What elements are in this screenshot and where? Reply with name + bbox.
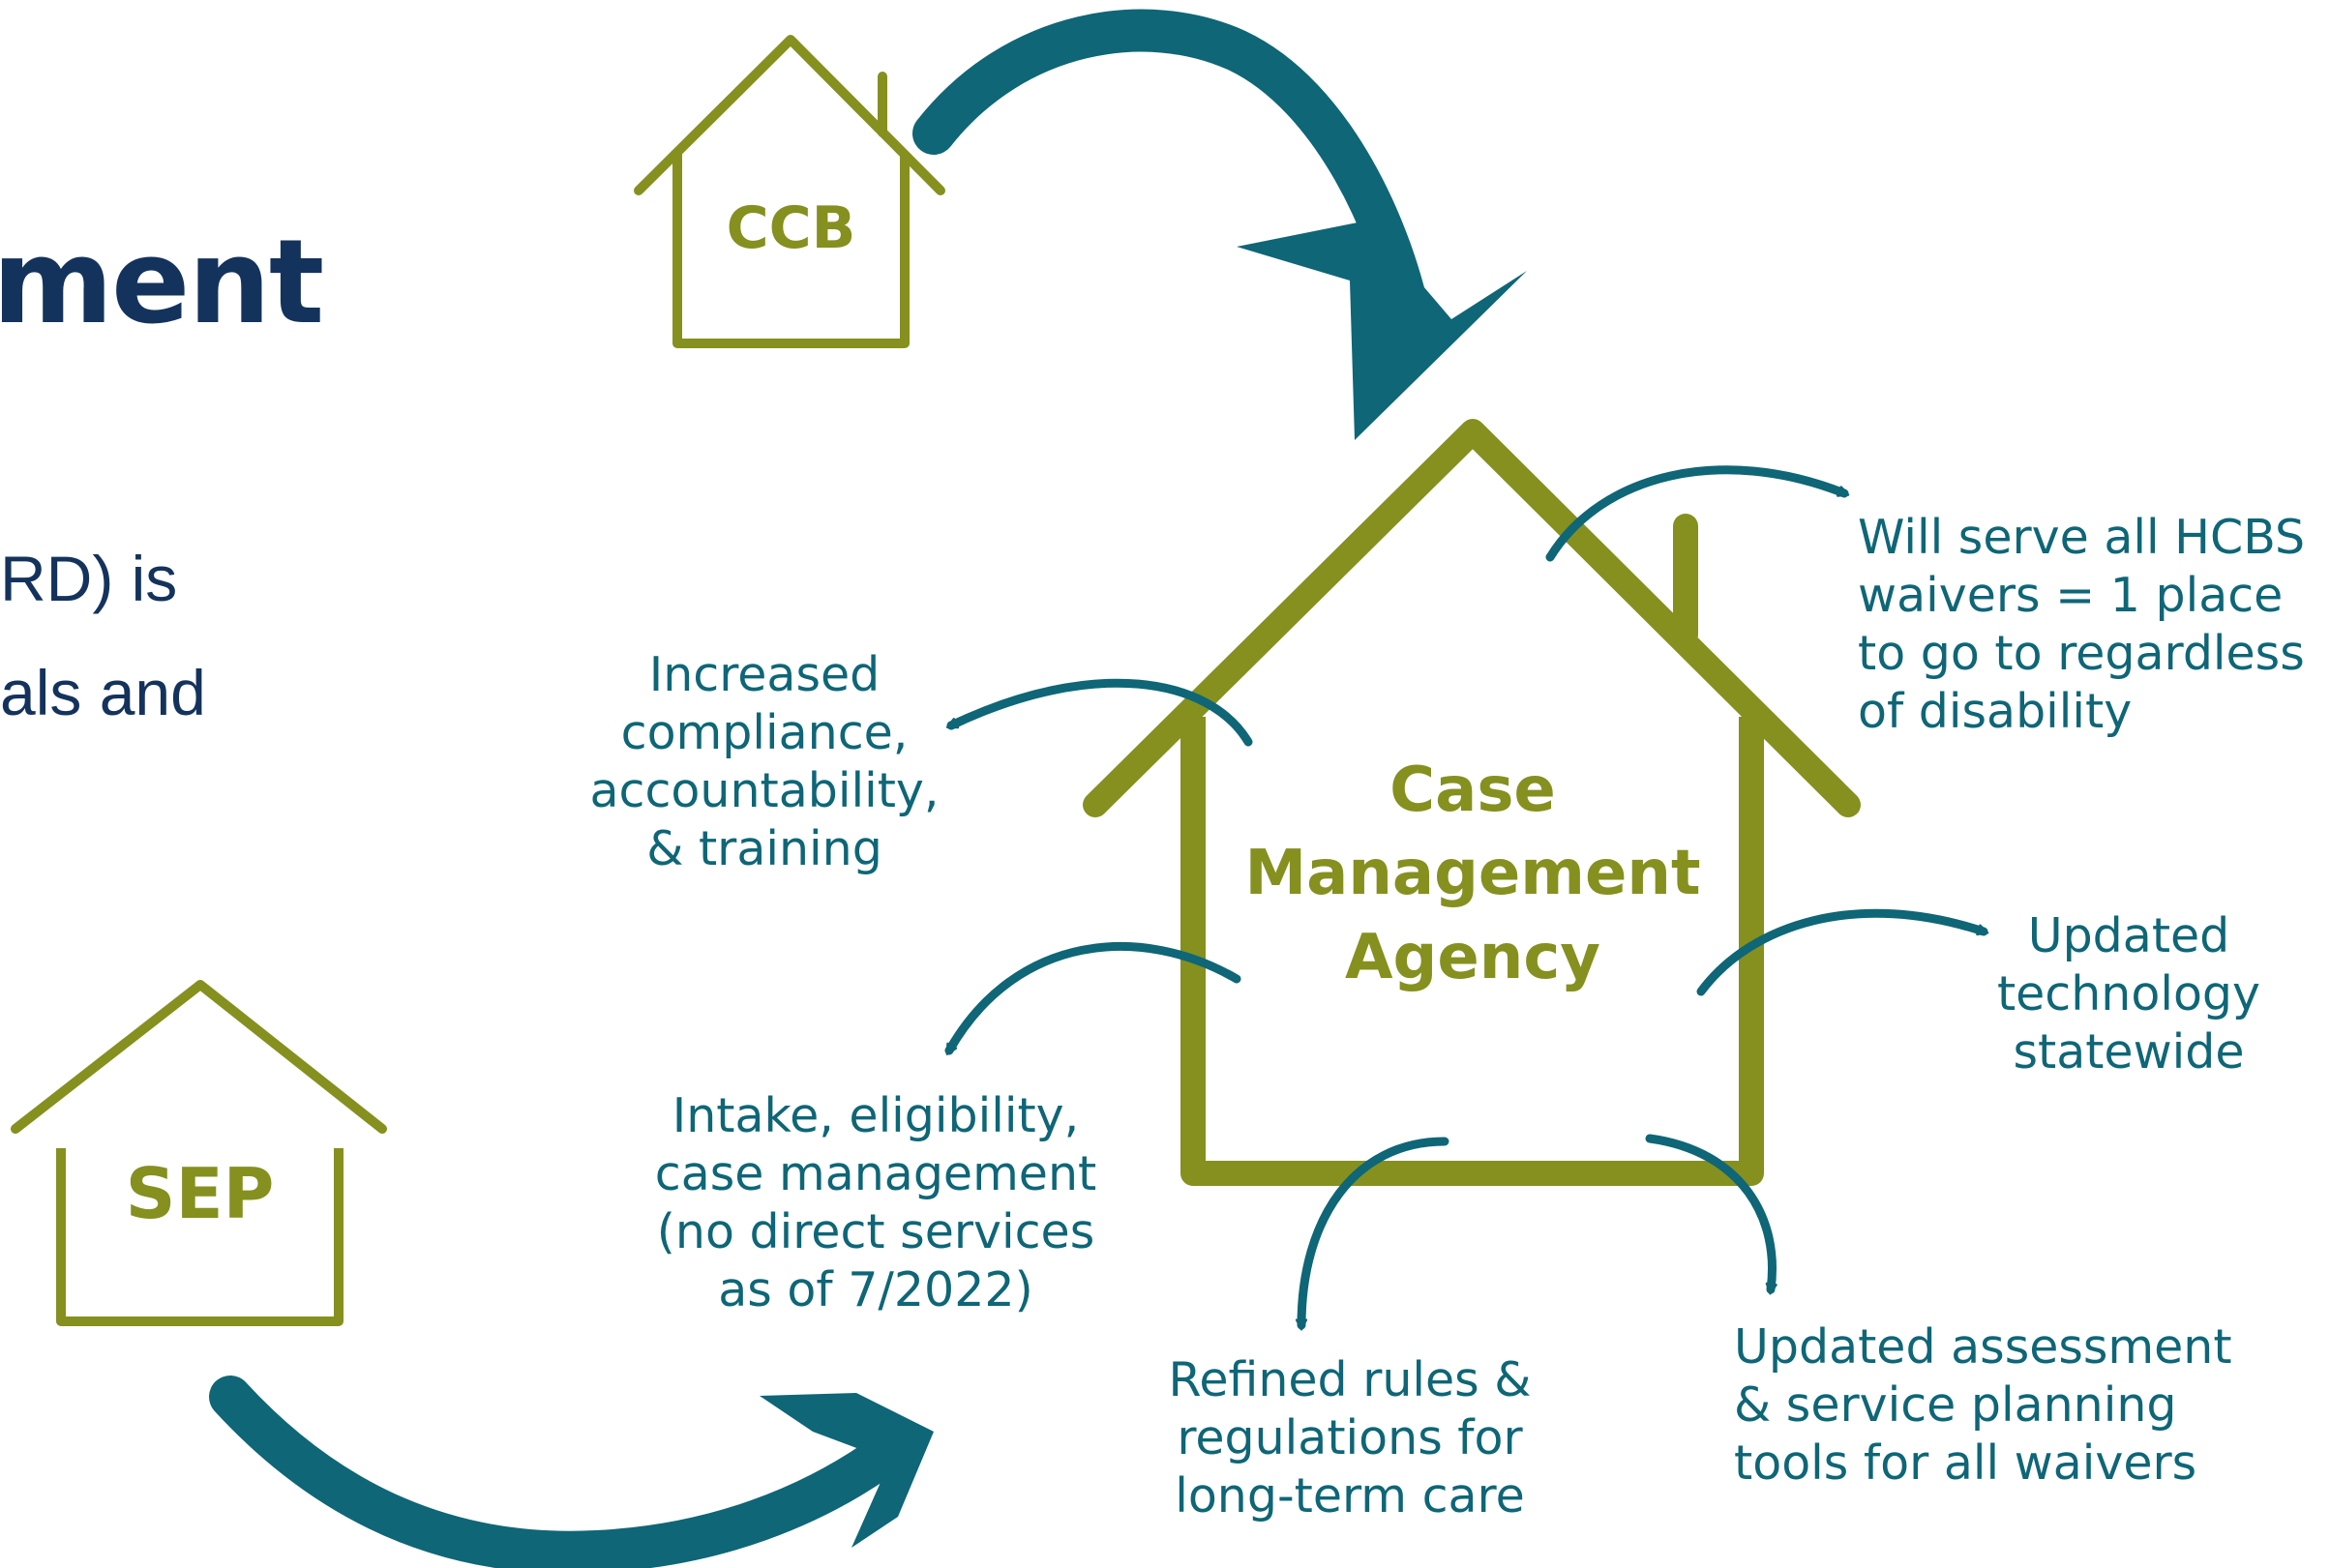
- intake-callout-text: Intake, eligibility, case management (no…: [654, 1088, 1097, 1317]
- technology-callout-text: Updated technology statewide: [1996, 908, 2261, 1080]
- sep-house-walls: [56, 1148, 344, 1326]
- main-house-roof: [1083, 419, 1861, 817]
- arrow-to-rules: [1295, 1137, 1449, 1331]
- sep-house-icon: [11, 980, 387, 1326]
- ccb-label: CCB: [726, 194, 856, 262]
- ccb-house-walls: [672, 154, 910, 348]
- assessment-callout-text: Updated assessment & service planning to…: [1734, 1319, 2232, 1491]
- rules-callout-text: Refined rules & regulations for long-ter…: [1168, 1352, 1532, 1524]
- sep-to-agency-arrow: [209, 1376, 934, 1568]
- arrow-to-technology: [1696, 908, 1989, 996]
- sep-arrow-head: [760, 1393, 934, 1548]
- ccb-house-roof: [634, 35, 945, 195]
- arrow-to-intake: [944, 942, 1241, 1055]
- case-label: Case: [1389, 754, 1556, 826]
- arrow-to-assessment: [1645, 1134, 1777, 1295]
- page-title-partial: ment: [0, 216, 324, 350]
- ccb-arrow-shaft: [912, 9, 1432, 345]
- hcbs-callout-text: Will serve all HCBS waivers = 1 place to…: [1858, 510, 2306, 739]
- arrow-to-hcbs: [1545, 465, 1850, 562]
- sep-label: SEP: [125, 1153, 275, 1234]
- management-label: Management: [1244, 838, 1701, 909]
- ccb-arrow-head: [1237, 221, 1527, 440]
- agency-label: Agency: [1345, 922, 1600, 993]
- sep-arrow-shaft: [209, 1376, 906, 1568]
- compliance-callout-text: Increased compliance, accountability, & …: [589, 647, 940, 876]
- sep-house-roof: [11, 980, 387, 1134]
- ccb-to-agency-arrow: [912, 9, 1527, 440]
- body-text-line-1: RD) is: [0, 543, 178, 614]
- body-text-line-2: als and: [0, 657, 206, 728]
- ccb-house-icon: [634, 35, 945, 348]
- arrow-to-compliance: [945, 678, 1253, 747]
